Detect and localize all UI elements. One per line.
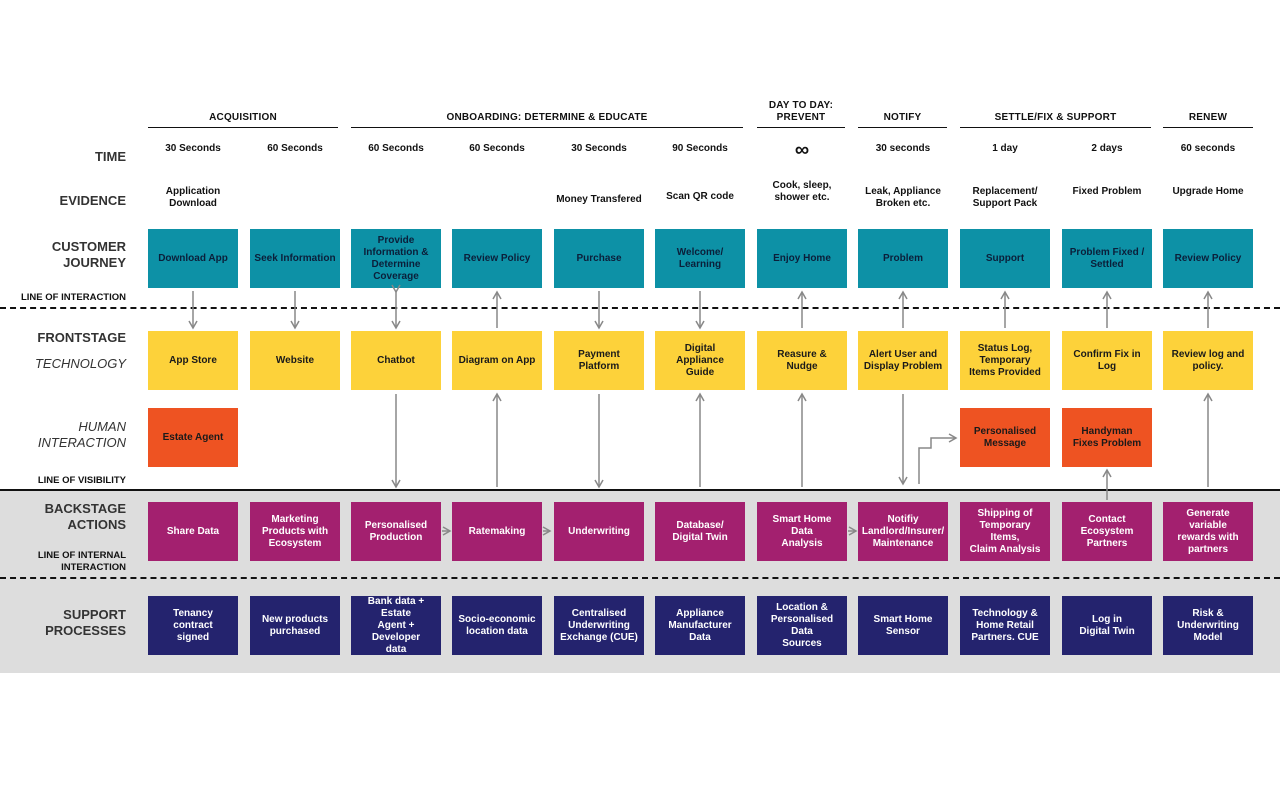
customer-journey-box: Seek Information <box>250 229 340 288</box>
backstage-box: Generate variable rewards with partners <box>1163 502 1253 561</box>
support-process-box: Technology & Home Retail Partners. CUE <box>960 596 1050 655</box>
evidence-item: Leak, Appliance Broken etc. <box>865 186 941 209</box>
phase-header: ACQUISITION <box>148 112 338 128</box>
connector-arrow <box>918 433 958 484</box>
time-value: 60 Seconds <box>469 143 525 154</box>
line-of-interaction <box>0 307 1280 309</box>
customer-journey-box: Problem <box>858 229 948 288</box>
backstage-box: Shipping of Temporary Items, Claim Analy… <box>960 502 1050 561</box>
time-value: 30 Seconds <box>571 143 627 154</box>
evidence-item: Cook, sleep, shower etc. <box>772 180 832 203</box>
support-process-box: Tenancy contract signed <box>148 596 238 655</box>
row-label-time: TIME <box>94 149 126 164</box>
evidence-item: Upgrade Home <box>1172 186 1244 197</box>
customer-journey-box: Support <box>960 229 1050 288</box>
row-label-line-of-internal-interaction: LINE OF INTERNAL INTERACTION <box>37 550 126 573</box>
human-interaction-box: Personalised Message <box>960 408 1050 467</box>
evidence-item: Fixed Problem <box>1072 186 1142 197</box>
line-of-visibility <box>0 489 1280 491</box>
support-process-box: Risk & Underwriting Model <box>1163 596 1253 655</box>
support-process-box: Log in Digital Twin <box>1062 596 1152 655</box>
row-label-line-of-interaction: LINE OF INTERACTION <box>20 292 126 303</box>
evidence-item: Replacement/ Support Pack <box>972 186 1038 209</box>
row-label-human-interaction: HUMAN INTERACTION <box>37 419 126 450</box>
evidence-item: Application Download <box>165 186 221 209</box>
phase-header: ONBOARDING: DETERMINE & EDUCATE <box>351 112 743 128</box>
time-value: 60 seconds <box>1180 143 1236 154</box>
customer-journey-box: Provide Information & Determine Coverage <box>351 229 441 288</box>
technology-box: Confirm Fix in Log <box>1062 331 1152 390</box>
customer-journey-box: Welcome/ Learning <box>655 229 745 288</box>
row-label-backstage: BACKSTAGE ACTIONS <box>44 501 126 532</box>
backstage-box: Underwriting <box>554 502 644 561</box>
technology-box: App Store <box>148 331 238 390</box>
backstage-box: Share Data <box>148 502 238 561</box>
time-value: 30 Seconds <box>165 143 221 154</box>
time-value: 60 Seconds <box>368 143 424 154</box>
customer-journey-box: Review Policy <box>452 229 542 288</box>
technology-box: Chatbot <box>351 331 441 390</box>
customer-journey-box: Purchase <box>554 229 644 288</box>
evidence-item: Money Transfered <box>556 194 642 205</box>
technology-box: Website <box>250 331 340 390</box>
technology-box: Review log and policy. <box>1163 331 1253 390</box>
technology-box: Status Log, Temporary Items Provided <box>960 331 1050 390</box>
row-label-customer-journey: CUSTOMER JOURNEY <box>51 239 126 270</box>
technology-box: Digital Appliance Guide <box>655 331 745 390</box>
human-interaction-box: Handyman Fixes Problem <box>1062 408 1152 467</box>
evidence-item: Scan QR code <box>666 191 734 202</box>
backstage-box: Database/ Digital Twin <box>655 502 745 561</box>
support-process-box: Location & Personalised Data Sources <box>757 596 847 655</box>
customer-journey-box: Enjoy Home <box>757 229 847 288</box>
time-value: 2 days <box>1091 143 1123 154</box>
technology-box: Reasure & Nudge <box>757 331 847 390</box>
row-label-technology: TECHNOLOGY <box>34 356 126 371</box>
phase-header: RENEW <box>1163 112 1253 128</box>
support-process-box: Smart Home Sensor <box>858 596 948 655</box>
row-label-evidence: EVIDENCE <box>59 193 126 208</box>
support-process-box: Appliance Manufacturer Data <box>655 596 745 655</box>
support-process-box: Centralised Underwriting Exchange (CUE) <box>554 596 644 655</box>
row-label-line-of-visibility: LINE OF VISIBILITY <box>37 475 126 486</box>
technology-box: Alert User and Display Problem <box>858 331 948 390</box>
phase-header: DAY TO DAY: PREVENT <box>757 100 845 128</box>
backstage-box: Notifiy Landlord/Insurer/ Maintenance <box>858 502 948 561</box>
phase-header: SETTLE/FIX & SUPPORT <box>960 112 1151 128</box>
time-value: 30 seconds <box>875 143 931 154</box>
customer-journey-box: Download App <box>148 229 238 288</box>
time-value: 1 day <box>992 143 1018 154</box>
time-value: 60 Seconds <box>267 143 323 154</box>
time-value: 90 Seconds <box>672 143 728 154</box>
technology-box: Diagram on App <box>452 331 542 390</box>
phase-header: NOTIFY <box>858 112 947 128</box>
backstage-box: Marketing Products with Ecosystem <box>250 502 340 561</box>
backstage-box: Ratemaking <box>452 502 542 561</box>
technology-box: Payment Platform <box>554 331 644 390</box>
row-label-support: SUPPORT PROCESSES <box>45 607 126 638</box>
support-process-box: New products purchased <box>250 596 340 655</box>
backstage-box: Personalised Production <box>351 502 441 561</box>
customer-journey-box: Review Policy <box>1163 229 1253 288</box>
human-interaction-box: Estate Agent <box>148 408 238 467</box>
support-process-box: Socio-economic location data <box>452 596 542 655</box>
row-label-frontstage: FRONTSTAGE <box>37 330 126 345</box>
time-value: ∞ <box>794 139 810 161</box>
support-process-box: Bank data + Estate Agent + Developer dat… <box>351 596 441 655</box>
customer-journey-box: Problem Fixed / Settled <box>1062 229 1152 288</box>
line-of-internal-interaction <box>0 577 1280 579</box>
backstage-box: Smart Home Data Analysis <box>757 502 847 561</box>
backstage-box: Contact Ecosystem Partners <box>1062 502 1152 561</box>
